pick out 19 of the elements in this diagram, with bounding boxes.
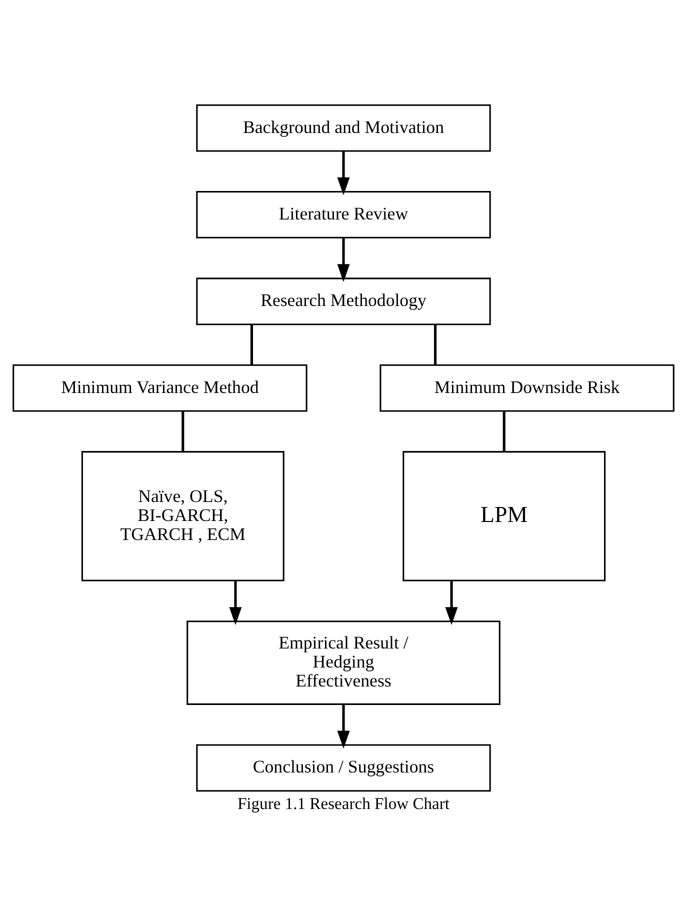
- connector: [182, 411, 184, 452]
- connector: [250, 324, 253, 364]
- connector: [434, 324, 437, 364]
- arrow: [337, 704, 350, 748]
- caption: Figure 1.1 Research Flow Chart: [237, 794, 450, 813]
- node-box: Research Methodology: [196, 277, 491, 325]
- node-box: LPM: [402, 450, 606, 581]
- node-box: Minimum Variance Method: [12, 364, 308, 412]
- arrow: [445, 580, 458, 624]
- node-box: Literature Review: [196, 190, 491, 238]
- node-box: Conclusion / Suggestions: [196, 744, 491, 792]
- connector: [502, 411, 506, 452]
- node-box: Minimum Downside Risk: [380, 364, 674, 412]
- node-box: Background and Motivation: [196, 104, 491, 152]
- arrow: [337, 150, 350, 195]
- node-box: Empirical Result / Hedging Effectiveness: [186, 620, 500, 704]
- arrow: [337, 237, 350, 282]
- node-box: Naïve, OLS, BI-GARCH, TGARCH , ECM: [81, 450, 284, 581]
- arrow: [229, 580, 242, 624]
